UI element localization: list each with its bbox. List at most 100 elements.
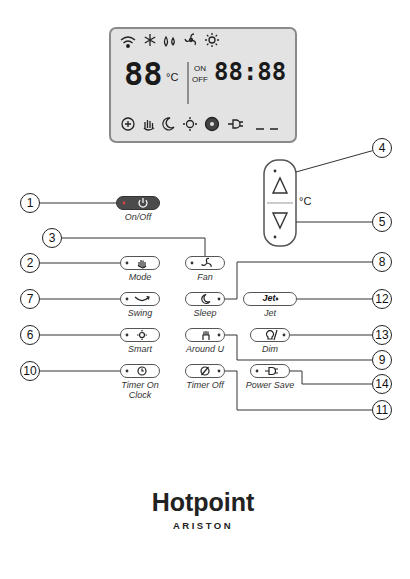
button-label: Sleep — [178, 308, 232, 318]
callout-number: 13 — [375, 329, 388, 341]
button-symbol — [138, 260, 146, 268]
remote-button: Smart — [120, 328, 160, 342]
leader-line — [290, 371, 372, 384]
button-icon — [185, 256, 225, 270]
leader-line — [40, 203, 116, 204]
auto-icon — [122, 118, 134, 130]
leader-line — [40, 263, 120, 264]
remote-button: JetJet — [243, 292, 297, 306]
callout-circle: 1 — [20, 193, 40, 213]
callout-number: 14 — [375, 378, 388, 390]
button-text: Jet — [243, 293, 295, 304]
wifi-icon — [127, 45, 130, 48]
remote-button: Fan — [185, 256, 225, 270]
button-label: Timer On Clock — [113, 380, 167, 400]
button-icon — [250, 364, 290, 378]
auto-icon — [125, 121, 131, 127]
lcd-bottom-icons — [122, 117, 278, 131]
callout-circle: 4 — [372, 138, 392, 158]
callout-circle: 9 — [372, 350, 392, 370]
lcd-top-icons — [121, 33, 219, 47]
leader-line — [290, 335, 372, 336]
indicator-dot — [282, 333, 285, 336]
remote-button: Timer Off — [185, 364, 225, 378]
indicator-dot — [125, 261, 128, 264]
button-icon — [120, 364, 160, 378]
callout-circle: 10 — [20, 361, 40, 381]
lcd-readout: 88 — [124, 58, 163, 90]
callout-circle: 13 — [372, 325, 392, 345]
lcd-divider — [187, 62, 188, 104]
callout-number: 4 — [379, 142, 386, 154]
button-label: Fan — [178, 272, 232, 282]
button-icon — [120, 292, 160, 306]
remote-button: Around U — [185, 328, 225, 342]
sun-icon — [205, 33, 219, 47]
turbo-icon — [210, 122, 214, 126]
plug-icon — [228, 120, 243, 128]
button-symbol — [203, 331, 209, 340]
leader-line — [296, 222, 372, 223]
indicator-dot — [125, 369, 128, 372]
leader-line — [296, 151, 372, 172]
button-symbol — [201, 367, 209, 375]
button-label: On/Off — [111, 212, 165, 222]
leader-line — [40, 371, 120, 372]
indicator-dot — [122, 201, 125, 204]
button-symbol — [135, 296, 149, 300]
lcd-screen — [110, 28, 296, 142]
callout-number: 12 — [375, 293, 388, 305]
remote-button: Sleep — [185, 292, 225, 306]
indicator-dot — [125, 297, 128, 300]
remote-button: Mode — [120, 256, 160, 270]
callout-circle: 14 — [372, 374, 392, 394]
button-symbol — [201, 294, 209, 303]
button-symbol — [138, 367, 146, 375]
button-label: Jet — [243, 308, 297, 318]
down-arrow-symbol — [273, 213, 287, 228]
button-symbol — [266, 330, 277, 340]
button-label: Timer Off — [178, 380, 232, 390]
button-symbol — [139, 198, 147, 207]
callout-number: 2 — [27, 257, 34, 269]
leader-line — [62, 238, 205, 256]
lcd-dashes — [256, 128, 278, 129]
lcd-panel — [110, 28, 296, 142]
unit-label: °C — [299, 196, 311, 207]
callout-number: 1 — [27, 197, 34, 209]
dry-icon — [165, 37, 175, 46]
remote-rim — [85, 7, 322, 574]
button-icon — [120, 256, 160, 270]
remote-body: HotpointARISTON88°CONOFF88:88On/OffModeF… — [84, 6, 322, 574]
leader-line — [40, 335, 120, 336]
button-label: Mode — [113, 272, 167, 282]
lcd-display: 88°CONOFF88:88 — [110, 28, 296, 142]
callout-number: 3 — [49, 232, 56, 244]
remote-button: Timer On Clock — [120, 364, 160, 378]
leader-line — [297, 299, 372, 300]
snow-icon — [145, 34, 155, 46]
button-icon — [185, 292, 225, 306]
brand-subname: ARISTON — [84, 520, 322, 531]
button-icon — [185, 364, 225, 378]
indicator-dot — [217, 333, 220, 336]
rocker-body — [264, 160, 296, 246]
callout-circle: 12 — [372, 289, 392, 309]
lcd-readout: ON — [194, 65, 206, 73]
callout-number: 10 — [23, 365, 36, 377]
callout-circle: 7 — [20, 289, 40, 309]
callout-number: 6 — [27, 329, 34, 341]
indicator-dot — [274, 236, 277, 239]
callout-circle: 8 — [372, 252, 392, 272]
fan-icon — [185, 34, 196, 45]
lcd-readout: 88:88 — [214, 60, 286, 84]
callout-circle: 2 — [20, 253, 40, 273]
callout-number: 9 — [379, 354, 386, 366]
callout-number: 11 — [376, 404, 388, 416]
button-icon — [185, 328, 225, 342]
brand-name: Hotpoint — [84, 488, 322, 517]
sun-icon — [209, 37, 215, 43]
button-symbol — [265, 367, 278, 374]
callout-circle: 5 — [372, 212, 392, 232]
